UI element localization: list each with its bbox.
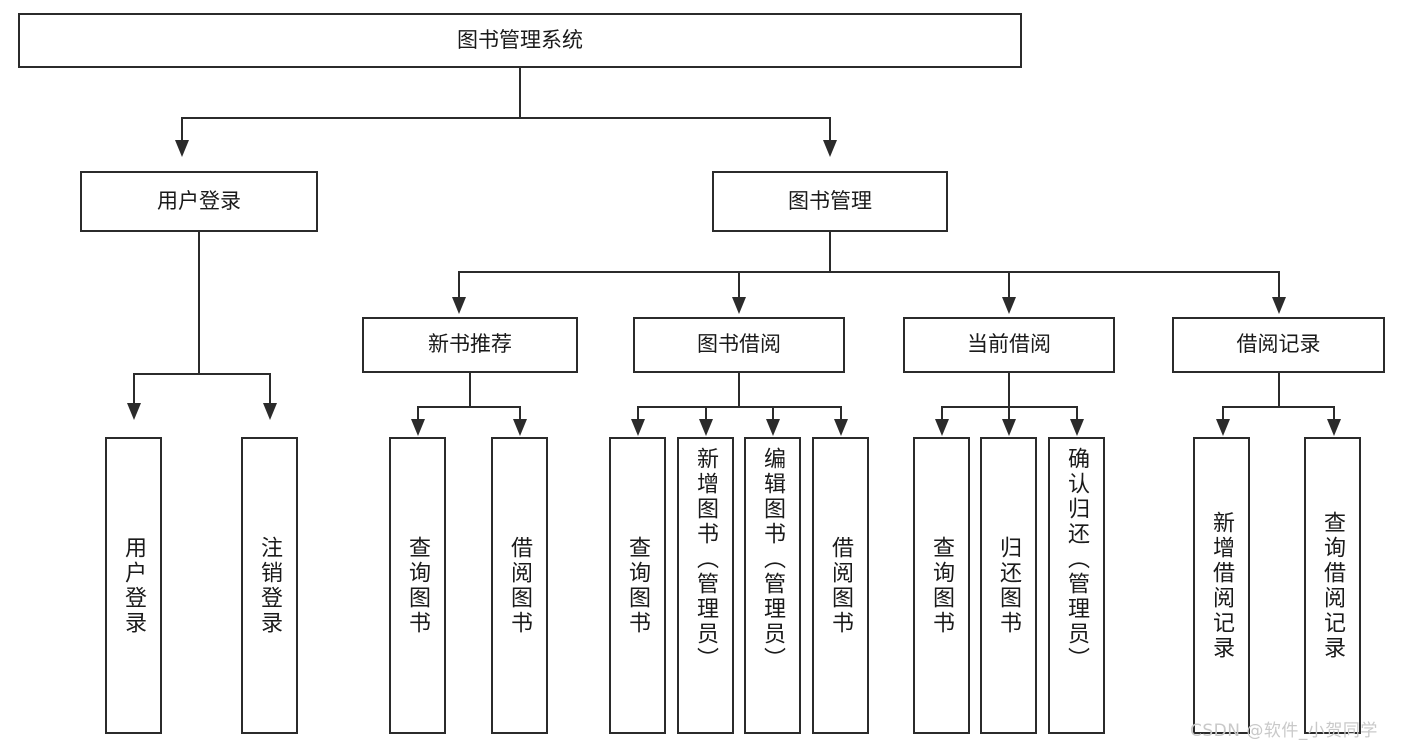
leaf-label: 查询图书: [929, 535, 955, 636]
connector-root-drop-right: [829, 117, 831, 142]
connector-level3-drop-2: [738, 271, 740, 299]
leaf-label: 编辑图书（管理员）: [760, 447, 786, 672]
arrow-icon-to-current-borrow: [1002, 297, 1016, 314]
leaf-cb-confirm-return-admin[interactable]: 确认归还（管理员）: [1048, 437, 1105, 734]
arrow-icon-cb-leaf-2: [1002, 419, 1016, 436]
arrow-icon-to-book-borrow: [732, 297, 746, 314]
node-label: 借阅记录: [1236, 332, 1321, 357]
arrow-icon-br-leaf-2: [1327, 419, 1341, 436]
leaf-label: 注销登录: [257, 535, 283, 636]
node-book-borrow[interactable]: 图书借阅: [633, 317, 845, 373]
arrow-icon-bb-leaf-4: [834, 419, 848, 436]
leaf-br-add-record[interactable]: 新增借阅记录: [1193, 437, 1250, 734]
node-root-book-management-system[interactable]: 图书管理系统: [18, 13, 1022, 68]
leaf-label: 借阅图书: [828, 535, 854, 636]
leaf-user-login[interactable]: 用户登录: [105, 437, 162, 734]
leaf-cb-query-book[interactable]: 查询图书: [913, 437, 970, 734]
connector-level3-drop-1: [458, 271, 460, 299]
node-label: 图书借阅: [697, 332, 781, 357]
node-label: 当前借阅: [967, 332, 1051, 357]
arrow-icon-to-logout-leaf: [263, 403, 277, 420]
node-label: 图书管理: [788, 188, 872, 213]
connector-bb-stem: [738, 373, 740, 408]
connector-bb-drop-2: [705, 406, 707, 422]
leaf-label: 查询借阅记录: [1320, 510, 1346, 661]
leaf-label: 新增图书（管理员）: [693, 447, 719, 672]
connector-bb-drop-3: [772, 406, 774, 422]
connector-br-stem: [1278, 373, 1280, 408]
leaf-bb-edit-book-admin[interactable]: 编辑图书（管理员）: [744, 437, 801, 734]
leaf-nbr-query-book[interactable]: 查询图书: [389, 437, 446, 734]
connector-cb-drop-2: [1008, 406, 1010, 422]
connector-br-drop-1: [1222, 406, 1224, 422]
leaf-label: 借阅图书: [507, 535, 533, 636]
connector-nbr-stem: [469, 373, 471, 408]
connector-root-stem: [519, 68, 521, 118]
leaf-nbr-borrow-book[interactable]: 借阅图书: [491, 437, 548, 734]
connector-level3-drop-4: [1278, 271, 1280, 299]
leaf-logout[interactable]: 注销登录: [241, 437, 298, 734]
node-new-book-recommend[interactable]: 新书推荐: [362, 317, 578, 373]
arrow-icon-cb-leaf-3: [1070, 419, 1084, 436]
arrow-icon-nbr-leaf-1: [411, 419, 425, 436]
arrow-icon-bb-leaf-2: [699, 419, 713, 436]
node-label: 新书推荐: [428, 332, 512, 357]
connector-bb-drop-4: [840, 406, 842, 422]
connector-user-login-drop-2: [269, 373, 271, 405]
connector-user-login-drop-1: [133, 373, 135, 405]
leaf-label: 确认归还（管理员）: [1064, 447, 1090, 672]
node-borrow-record[interactable]: 借阅记录: [1172, 317, 1385, 373]
arrow-icon-to-user-login: [175, 140, 189, 157]
leaf-bb-borrow-book[interactable]: 借阅图书: [812, 437, 869, 734]
leaf-label: 查询图书: [405, 535, 431, 636]
arrow-icon-bb-leaf-1: [631, 419, 645, 436]
arrow-icon-nbr-leaf-2: [513, 419, 527, 436]
leaf-br-query-record[interactable]: 查询借阅记录: [1304, 437, 1361, 734]
node-user-login[interactable]: 用户登录: [80, 171, 318, 232]
leaf-bb-add-book-admin[interactable]: 新增图书（管理员）: [677, 437, 734, 734]
connector-br-drop-2: [1333, 406, 1335, 422]
arrow-icon-to-new-book-recommend: [452, 297, 466, 314]
node-current-borrow[interactable]: 当前借阅: [903, 317, 1115, 373]
connector-cb-stem: [1008, 373, 1010, 408]
arrow-icon-to-borrow-record: [1272, 297, 1286, 314]
arrow-icon-bb-leaf-3: [766, 419, 780, 436]
connector-nbr-bus: [417, 406, 521, 408]
connector-user-login-stem: [198, 232, 200, 374]
leaf-label: 新增借阅记录: [1209, 510, 1235, 661]
connector-bb-bus: [637, 406, 842, 408]
leaf-label: 归还图书: [996, 535, 1022, 636]
connector-book-management-stem: [829, 232, 831, 273]
connector-user-login-bus: [133, 373, 271, 375]
connector-cb-drop-1: [941, 406, 943, 422]
leaf-bb-query-book[interactable]: 查询图书: [609, 437, 666, 734]
leaf-label: 用户登录: [121, 535, 147, 636]
connector-root-bus: [181, 117, 831, 119]
connector-root-drop-left: [181, 117, 183, 142]
connector-level3-bus: [458, 271, 1280, 273]
arrow-icon-br-leaf-1: [1216, 419, 1230, 436]
leaf-label: 查询图书: [625, 535, 651, 636]
connector-level3-drop-3: [1008, 271, 1010, 299]
arrow-icon-to-user-login-leaf: [127, 403, 141, 420]
node-label: 图书管理系统: [457, 27, 583, 52]
leaf-cb-return-book[interactable]: 归还图书: [980, 437, 1037, 734]
node-book-management[interactable]: 图书管理: [712, 171, 948, 232]
arrow-icon-cb-leaf-1: [935, 419, 949, 436]
node-label: 用户登录: [157, 188, 241, 213]
connector-br-bus: [1222, 406, 1335, 408]
connector-nbr-drop-1: [417, 406, 419, 422]
connector-cb-drop-3: [1076, 406, 1078, 422]
arrow-icon-to-book-management: [823, 140, 837, 157]
connector-bb-drop-1: [637, 406, 639, 422]
connector-nbr-drop-2: [519, 406, 521, 422]
